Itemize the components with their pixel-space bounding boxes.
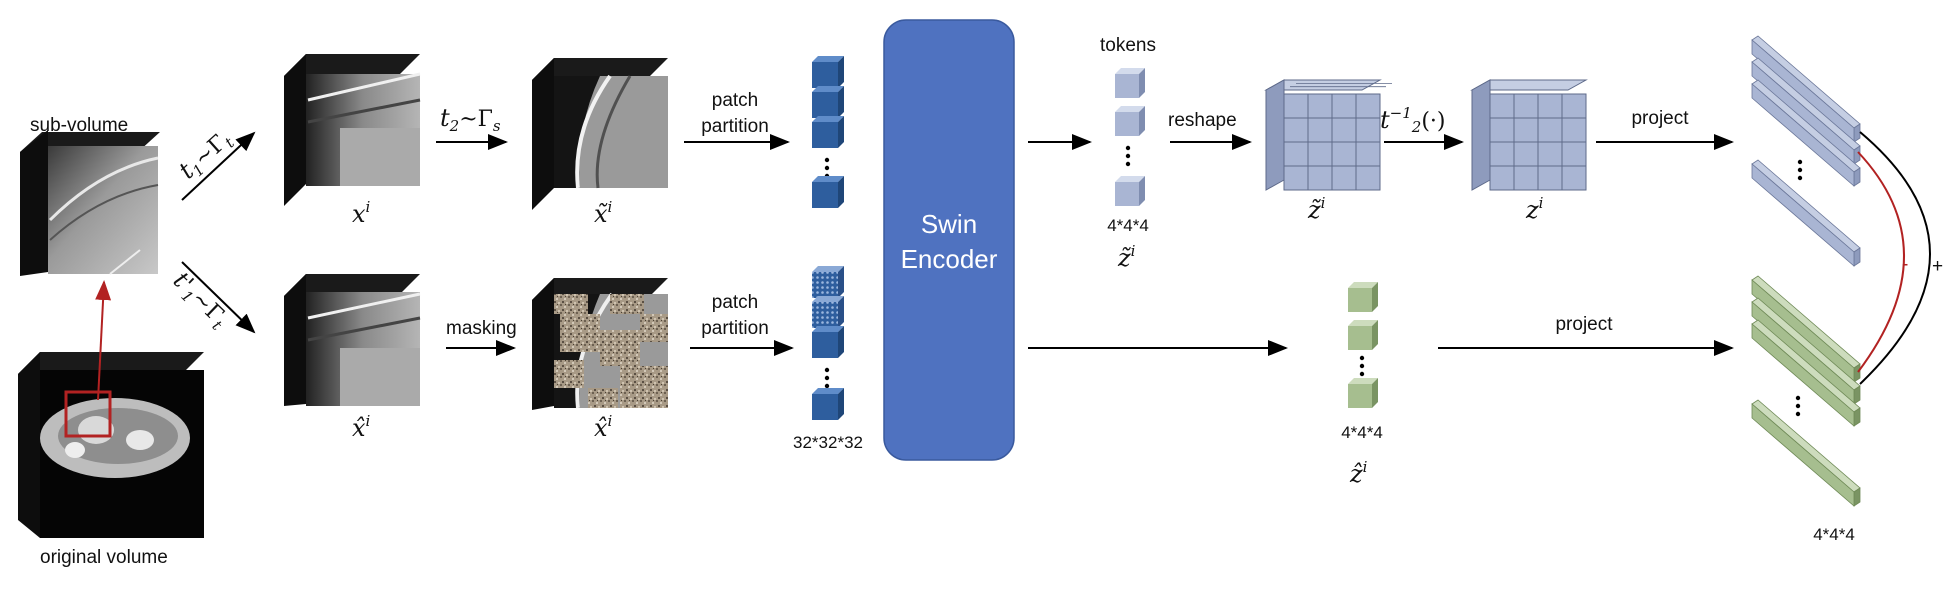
mask-patch: [560, 314, 600, 352]
masking-label: masking: [446, 318, 517, 339]
x-i-label: xi: [352, 198, 371, 228]
token-cube: [1115, 68, 1145, 98]
token-stack-lavender: [1115, 68, 1145, 206]
mask-patch: [588, 388, 618, 408]
x-hat-i-label: x̂i: [352, 412, 371, 442]
projection-bar: [1751, 35, 1861, 143]
token-cube: [812, 388, 844, 420]
projection-bar: [1751, 319, 1861, 427]
t2-label: t2~Γs: [440, 104, 501, 135]
project-top-label: project: [1631, 108, 1689, 129]
projection-bar: [1751, 399, 1861, 507]
mask-patch: [610, 294, 644, 314]
negative-pair-curve: [1857, 151, 1905, 373]
mask-patch: [640, 314, 668, 342]
plus-label: +: [1932, 256, 1943, 277]
token-cube: [1348, 282, 1378, 312]
z-tilde-cube: [1264, 79, 1392, 191]
mask-patch: [554, 360, 584, 388]
original-volume-label: original volume: [40, 547, 168, 568]
projection-bar: [1751, 297, 1861, 405]
x-i-cube: [284, 54, 421, 206]
x-hat-masked-i-label: x̂i: [594, 412, 613, 442]
token-stack-top: [812, 56, 844, 208]
reshape-label: reshape: [1168, 110, 1237, 131]
original-volume-cube: [18, 352, 204, 538]
minus-label: -: [1902, 254, 1908, 275]
encoder-label-1: Swin: [921, 209, 977, 239]
token-cube: [1115, 176, 1145, 206]
z-tilde-cube-label: z̃i: [1307, 194, 1326, 224]
t1-prime-label: t'1~Γt: [166, 266, 235, 334]
size-4-right-label: 4*4*4: [1813, 525, 1855, 544]
roi-arrow: [95, 280, 112, 401]
token-cube: [1348, 378, 1378, 408]
mask-patch: [554, 294, 588, 314]
projection-bar: [1751, 275, 1861, 383]
patch-partition-bottom-label-2: partition: [701, 318, 769, 339]
token-cube: [812, 116, 844, 148]
projection-bar: [1751, 57, 1861, 165]
patch-partition-top-label-2: partition: [701, 116, 769, 137]
inverse-transform-label: t−12(·): [1380, 104, 1446, 136]
encoder-label-2: Encoder: [901, 244, 998, 274]
x-hat-masked-cube: [532, 278, 668, 410]
projected-bars-top: [1751, 35, 1861, 267]
swin-encoder-block: [883, 19, 1015, 461]
token-cube: [1348, 320, 1378, 350]
t1-arrow: [181, 131, 256, 201]
sub-volume-cube: [20, 130, 160, 276]
patch-partition-bottom-label-1: patch: [712, 292, 758, 313]
z-tilde-tokens-label: z̃i: [1117, 242, 1136, 272]
token-cube: [812, 176, 844, 208]
z-i-cube: [1470, 79, 1588, 191]
roi-box: [64, 390, 112, 438]
tokens-label: tokens: [1100, 35, 1156, 56]
masked-token-cube: [812, 266, 844, 298]
token-cube: [812, 56, 844, 88]
projected-bars-bottom: [1751, 275, 1861, 507]
size-4-top-label: 4*4*4: [1107, 216, 1149, 235]
x-hat-i-cube: [284, 274, 421, 406]
projection-bar: [1751, 159, 1861, 267]
mask-patch: [620, 366, 668, 408]
size-4-mid-label: 4*4*4: [1341, 423, 1383, 442]
token-stack-bottom: [812, 266, 844, 420]
x-tilde-i-cube: [532, 58, 668, 210]
sub-volume-label: sub-volume: [30, 115, 128, 136]
z-hat-i-label: ẑi: [1349, 458, 1368, 488]
patch-partition-top-label-1: patch: [712, 90, 758, 111]
masked-token-cube: [812, 296, 844, 328]
token-cube: [812, 326, 844, 358]
x-tilde-i-label: x̃i: [594, 198, 613, 228]
z-i-label: zi: [1525, 194, 1544, 224]
token-cube: [812, 86, 844, 118]
token-cube: [1115, 106, 1145, 136]
t1-prime-arrow: [181, 261, 256, 334]
token-stack-green: [1348, 282, 1378, 408]
positive-pair-curve: [1859, 131, 1931, 385]
svg-text:t'1~Γt: t'1~Γt: [166, 266, 235, 334]
mask-patch: [600, 330, 640, 366]
size-32-label: 32*32*32: [793, 433, 863, 452]
projection-bar: [1751, 79, 1861, 187]
project-bottom-label: project: [1555, 314, 1613, 335]
